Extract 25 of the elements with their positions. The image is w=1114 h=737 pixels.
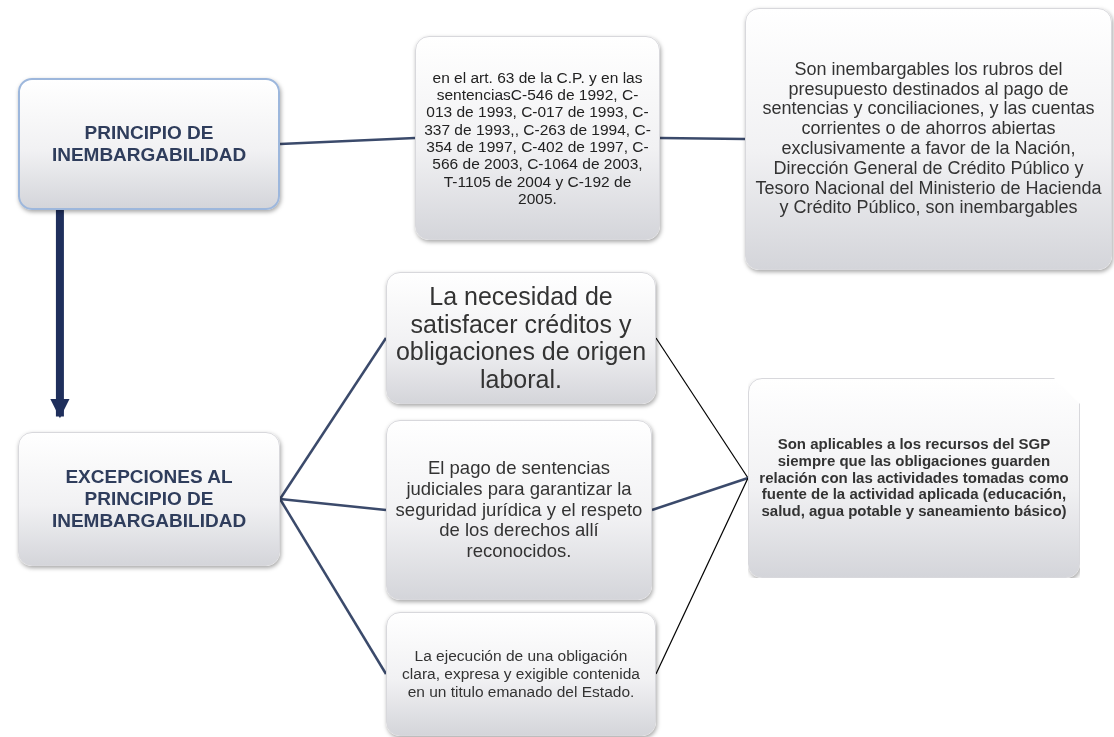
text-box	[18, 78, 280, 210]
connector-line	[660, 136, 745, 141]
arrow	[50, 210, 70, 419]
connector-line	[278, 337, 388, 500]
connector-line	[655, 477, 749, 675]
text-box	[18, 432, 280, 566]
connector-line	[279, 136, 416, 146]
connector-line	[651, 476, 749, 512]
connector-line	[279, 497, 387, 512]
text-box	[748, 378, 1080, 578]
box-text: Son inembargables los rubros del presupuesto destinados al pago de sentencias y conciliaciones, y las cuentas corrientes o de ahorros abiertas exclusivamente a favor de la Nación, Dirección General de Crédito Público y Tesoro Nacional del Ministerio de Hacienda y Crédito Público, son inembargables	[754, 59, 1103, 219]
box-text: La necesidad de satisfacer créditos y obligaciones de origen laboral.	[395, 283, 647, 393]
text-box	[415, 36, 660, 240]
box-text: La ejecución de una obligación clara, expresa y exigible contenida en un titulo emanado del Estado.	[401, 647, 641, 701]
text-box	[745, 8, 1112, 270]
text-box	[386, 272, 656, 404]
connector-line	[278, 498, 388, 675]
text-box	[386, 612, 656, 736]
box-text: PRINCIPIO DE INEMBARGABILIDAD	[50, 122, 248, 166]
box-text: en el art. 63 de la C.P. y en las sentenciasC-546 de 1992, C-013 de 1993, C-017 de 1993, C-337 de 1993,, C-263 de 1994, C-354 de 1997, C-402 de 1997, C-566 de 2003, C-1064 de 2003, T-1105 de 2004 y C-192 de 2005.	[424, 68, 651, 208]
text-box	[386, 420, 652, 600]
box-text: EXCEPCIONES AL PRINCIPIO DE INEMBARGABILIDAD	[50, 466, 248, 532]
connector-line	[655, 337, 749, 479]
box-text: El pago de sentencias judiciales para garantizar la seguridad jurídica y el respeto de los derechos allí reconocidos.	[395, 458, 643, 562]
box-text: Son aplicables a los recursos del SGP siempre que las obligaciones guarden relación con las actividades tomadas como fuente de la actividad aplicada (educación, salud, agua potable y saneamiento básico)	[758, 436, 1070, 520]
